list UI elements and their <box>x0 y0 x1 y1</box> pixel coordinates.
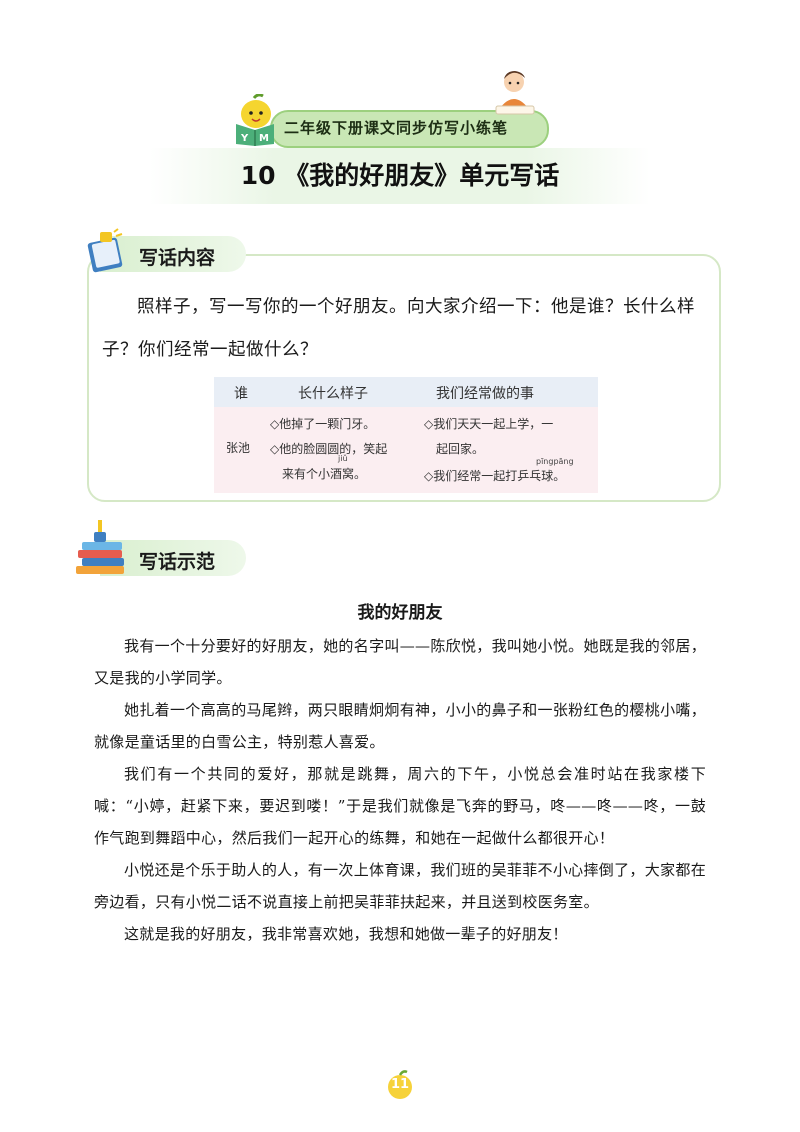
pinyin-jiu: jiǔ <box>338 454 348 463</box>
table-header-activities: 我们经常做的事 <box>436 386 534 402</box>
pinyin-pingpang: pīngpāng <box>536 457 574 466</box>
section-label-example: 写话示范 <box>139 551 216 573</box>
table-body-row <box>214 407 598 493</box>
essay-paragraph-1: 我有一个十分要好的好朋友，她的名字叫——陈欣悦，我叫她小悦。她既是我的邻居，又是… <box>94 637 706 687</box>
page-title: 10 《我的好朋友》单元写话 <box>240 161 560 190</box>
section-tag-content <box>100 236 246 272</box>
section-label-content: 写话内容 <box>139 247 216 269</box>
lemon-page-badge-icon <box>388 1070 412 1099</box>
essay-title: 我的好朋友 <box>357 603 443 623</box>
section-tag-example <box>100 540 246 576</box>
essay-paragraph-4: 小悦还是个乐于助人的人，有一次上体育课，我们班的吴菲菲不小心摔倒了，大家都在旁边… <box>94 861 706 911</box>
writing-prompt: 照样子，写一写你的一个好朋友。向大家介绍一下：他是谁？长什么样子？你们经常一起做… <box>102 297 695 360</box>
child-writing-icon <box>495 71 535 115</box>
series-label: 二年级下册课文同步仿写小练笔 <box>284 119 509 137</box>
series-banner <box>270 110 549 148</box>
table-header-row <box>214 377 598 407</box>
table-cell-looks-line2: ◇他的脸圆圆的，笑起 <box>270 442 388 456</box>
table-header-looks: 长什么样子 <box>298 386 368 402</box>
example-table: 谁 长什么样子 我们经常做的事 张池 ◇他掉了一颗门牙。 ◇他的脸圆圆的，笑起 … <box>214 377 598 493</box>
table-cell-activities-line2: 起回家。 <box>436 442 485 456</box>
stack-of-books-icon <box>76 520 124 574</box>
essay-paragraph-5: 这就是我的好朋友，我非常喜欢她，我想和她做一辈子的好朋友！ <box>124 925 568 943</box>
mascot-letter-y: Y <box>240 133 249 144</box>
notebook-pencil-icon <box>87 228 123 273</box>
table-cell-activities-line3: ◇我们经常一起打乒乓球。 <box>424 469 566 483</box>
table-cell-activities-line1: ◇我们天天一起上学，一 <box>424 417 554 431</box>
table-cell-name: 张池 <box>226 441 251 455</box>
page-number: 11 <box>390 1077 410 1092</box>
essay-paragraph-3: 我们有一个共同的爱好，那就是跳舞，周六的下午，小悦总会准时站在我家楼下喊：“小婷… <box>94 765 706 847</box>
sample-essay: 我有一个十分要好的好朋友，她的名字叫——陈欣悦，我叫她小悦。她既是我的邻居，又是… <box>94 630 706 950</box>
lemon-reading-book-icon: Y M <box>236 94 274 146</box>
essay-paragraph-2: 她扎着一个高高的马尾辫，两只眼睛炯炯有神，小小的鼻子和一张粉红色的樱桃小嘴，就像… <box>94 701 706 751</box>
title-band <box>150 148 650 204</box>
mascot-letter-m: M <box>259 133 269 144</box>
table-header-who: 谁 <box>234 386 248 402</box>
table-cell-looks-line1: ◇他掉了一颗门牙。 <box>270 417 376 431</box>
table-cell-looks-line3: 来有个小酒窝。 <box>282 467 367 481</box>
